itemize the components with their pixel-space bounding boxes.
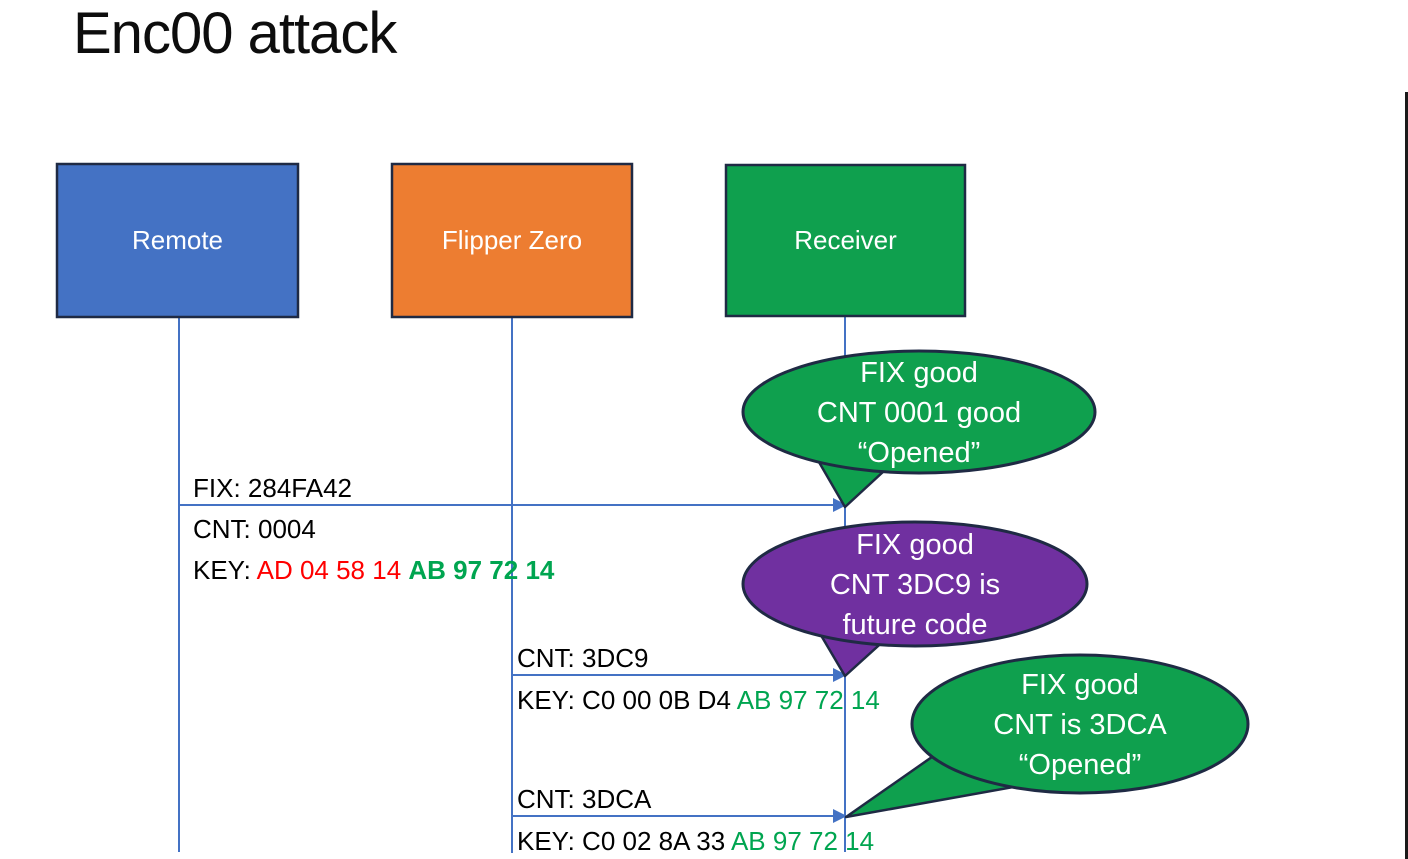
callout-2-line-3: future code — [842, 609, 988, 641]
receiver-box — [724, 163, 967, 318]
callout-1-line-1: FIX good — [860, 357, 978, 389]
message-arrow-3-head — [833, 809, 847, 823]
message-3-key-label: KEY: C0 02 8A 33 — [517, 826, 731, 856]
callout-2-text: FIX good CNT 3DC9 is future code — [743, 525, 1087, 645]
message-3-key: KEY: C0 02 8A 33 AB 97 72 14 — [517, 826, 874, 857]
callout-2-bubble — [741, 520, 1089, 648]
callout-2-line-1: FIX good — [856, 529, 974, 561]
callout-1-text: FIX good CNT 0001 good “Opened” — [743, 353, 1095, 473]
slide-title: Enc00 attack — [73, 1, 397, 66]
callout-2-line-2: CNT 3DC9 is — [829, 569, 1001, 601]
callout-3-text: FIX good CNT is 3DCA “Opened” — [912, 665, 1248, 785]
message-3-key-green-bytes: AB 97 72 14 — [730, 826, 875, 856]
callout-3-line-2: CNT is 3DCA — [993, 709, 1167, 741]
flipper-box — [390, 162, 634, 319]
message-1-cnt: CNT: 0004 — [193, 514, 316, 544]
message-2-key-green-bytes: AB 97 72 14 — [736, 685, 880, 715]
callout-3-line-3: “Opened” — [1018, 749, 1142, 781]
callout-3-line-1: FIX good — [1021, 669, 1139, 701]
actor-label-receiver: Receiver — [794, 225, 897, 255]
callout-1-line-2: CNT 0001 good — [816, 397, 1022, 429]
message-1-fix: FIX: 284FA42 — [193, 473, 352, 503]
callout-1-line-3: “Opened” — [857, 437, 981, 469]
actor-label-remote: Remote — [131, 225, 224, 255]
window-right-edge — [1405, 92, 1408, 859]
callout-1-bubble — [741, 349, 1097, 475]
message-2-key: KEY: C0 00 0B D4 AB 97 72 14 — [517, 685, 880, 716]
message-arrow-1-head — [833, 498, 847, 512]
callout-3-bubble — [910, 653, 1250, 795]
message-1-key-label: KEY: — [193, 555, 257, 585]
message-2-cnt: CNT: 3DC9 — [517, 643, 649, 673]
remote-box — [55, 162, 300, 319]
message-arrow-2-head — [833, 668, 847, 682]
message-1-key-red-bytes: AD 04 58 14 — [256, 555, 409, 585]
message-1-key: KEY: AD 04 58 14 AB 97 72 14 — [193, 555, 554, 586]
actor-label-flipper-zero: Flipper Zero — [441, 225, 583, 255]
message-2-key-label: KEY: C0 00 0B D4 — [517, 685, 737, 715]
message-1-key-green-bytes: AB 97 72 14 — [408, 555, 555, 585]
message-3-cnt: CNT: 3DCA — [517, 784, 652, 814]
